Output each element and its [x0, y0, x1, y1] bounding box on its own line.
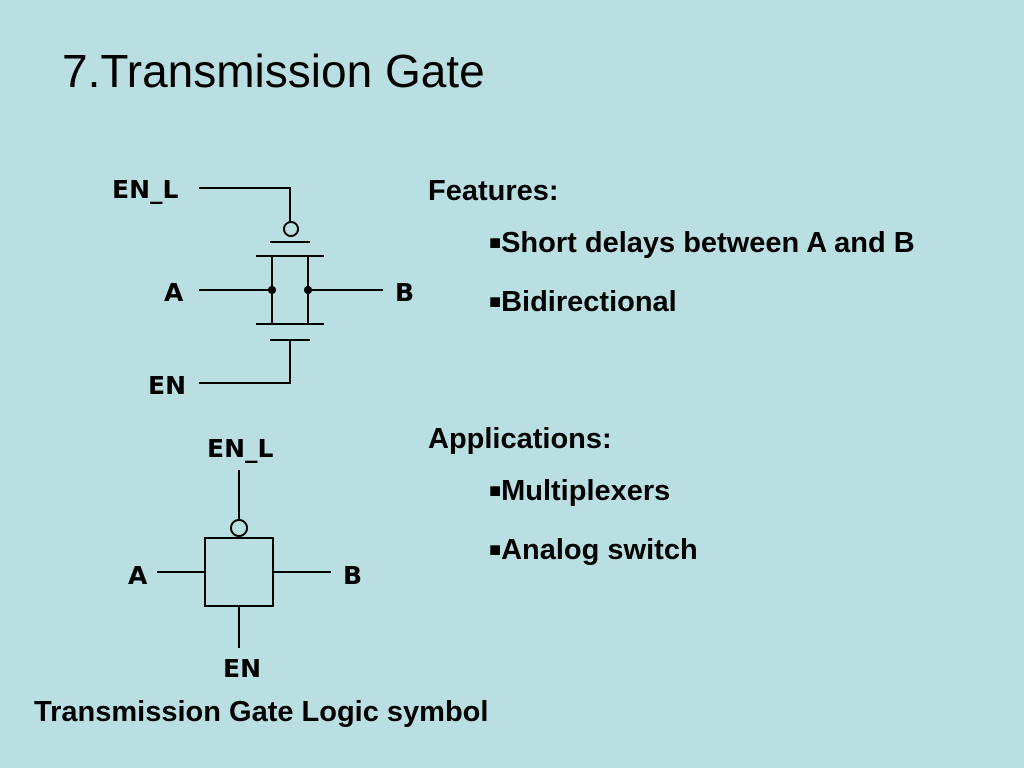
circuit-label-b: B — [395, 278, 414, 307]
feature-item: ■Short delays between A and B — [489, 229, 915, 258]
application-item: ■Analog switch — [489, 536, 698, 565]
pmos-gate-bubble — [283, 221, 299, 237]
application-item-label: Analog switch — [501, 534, 698, 566]
application-item-label: Multiplexers — [501, 475, 671, 507]
feature-item-label: Short delays between A and B — [501, 227, 915, 259]
application-item: ■Multiplexers — [489, 477, 670, 506]
logic-symbol — [157, 470, 331, 648]
bullet-square-icon: ■ — [489, 539, 502, 561]
slide-title: 7.Transmission Gate — [62, 45, 485, 97]
bullet-square-icon: ■ — [489, 232, 502, 254]
b-junction-dot — [304, 286, 312, 294]
applications-heading: Applications: — [428, 423, 612, 455]
feature-item: ■Bidirectional — [489, 288, 677, 317]
circuit-label-en: EN — [148, 371, 186, 400]
en-wire — [199, 340, 291, 384]
symbol-label-a: A — [128, 561, 148, 590]
symbol-label-en: EN — [223, 654, 261, 683]
logic-symbol-caption: Transmission Gate Logic symbol — [34, 696, 489, 728]
transistor-circuit — [199, 187, 383, 384]
symbol-box — [204, 537, 274, 607]
symbol-label-en-l: EN_L — [207, 434, 274, 463]
feature-item-label: Bidirectional — [501, 286, 677, 318]
bullet-square-icon: ■ — [489, 291, 502, 313]
circuit-label-a: A — [164, 278, 184, 307]
symbol-gate-bubble — [230, 519, 248, 537]
bullet-square-icon: ■ — [489, 480, 502, 502]
en-l-wire — [199, 187, 291, 222]
circuit-label-en-l: EN_L — [112, 175, 179, 204]
symbol-label-b: B — [343, 561, 362, 590]
a-junction-dot — [268, 286, 276, 294]
features-heading: Features: — [428, 175, 559, 207]
